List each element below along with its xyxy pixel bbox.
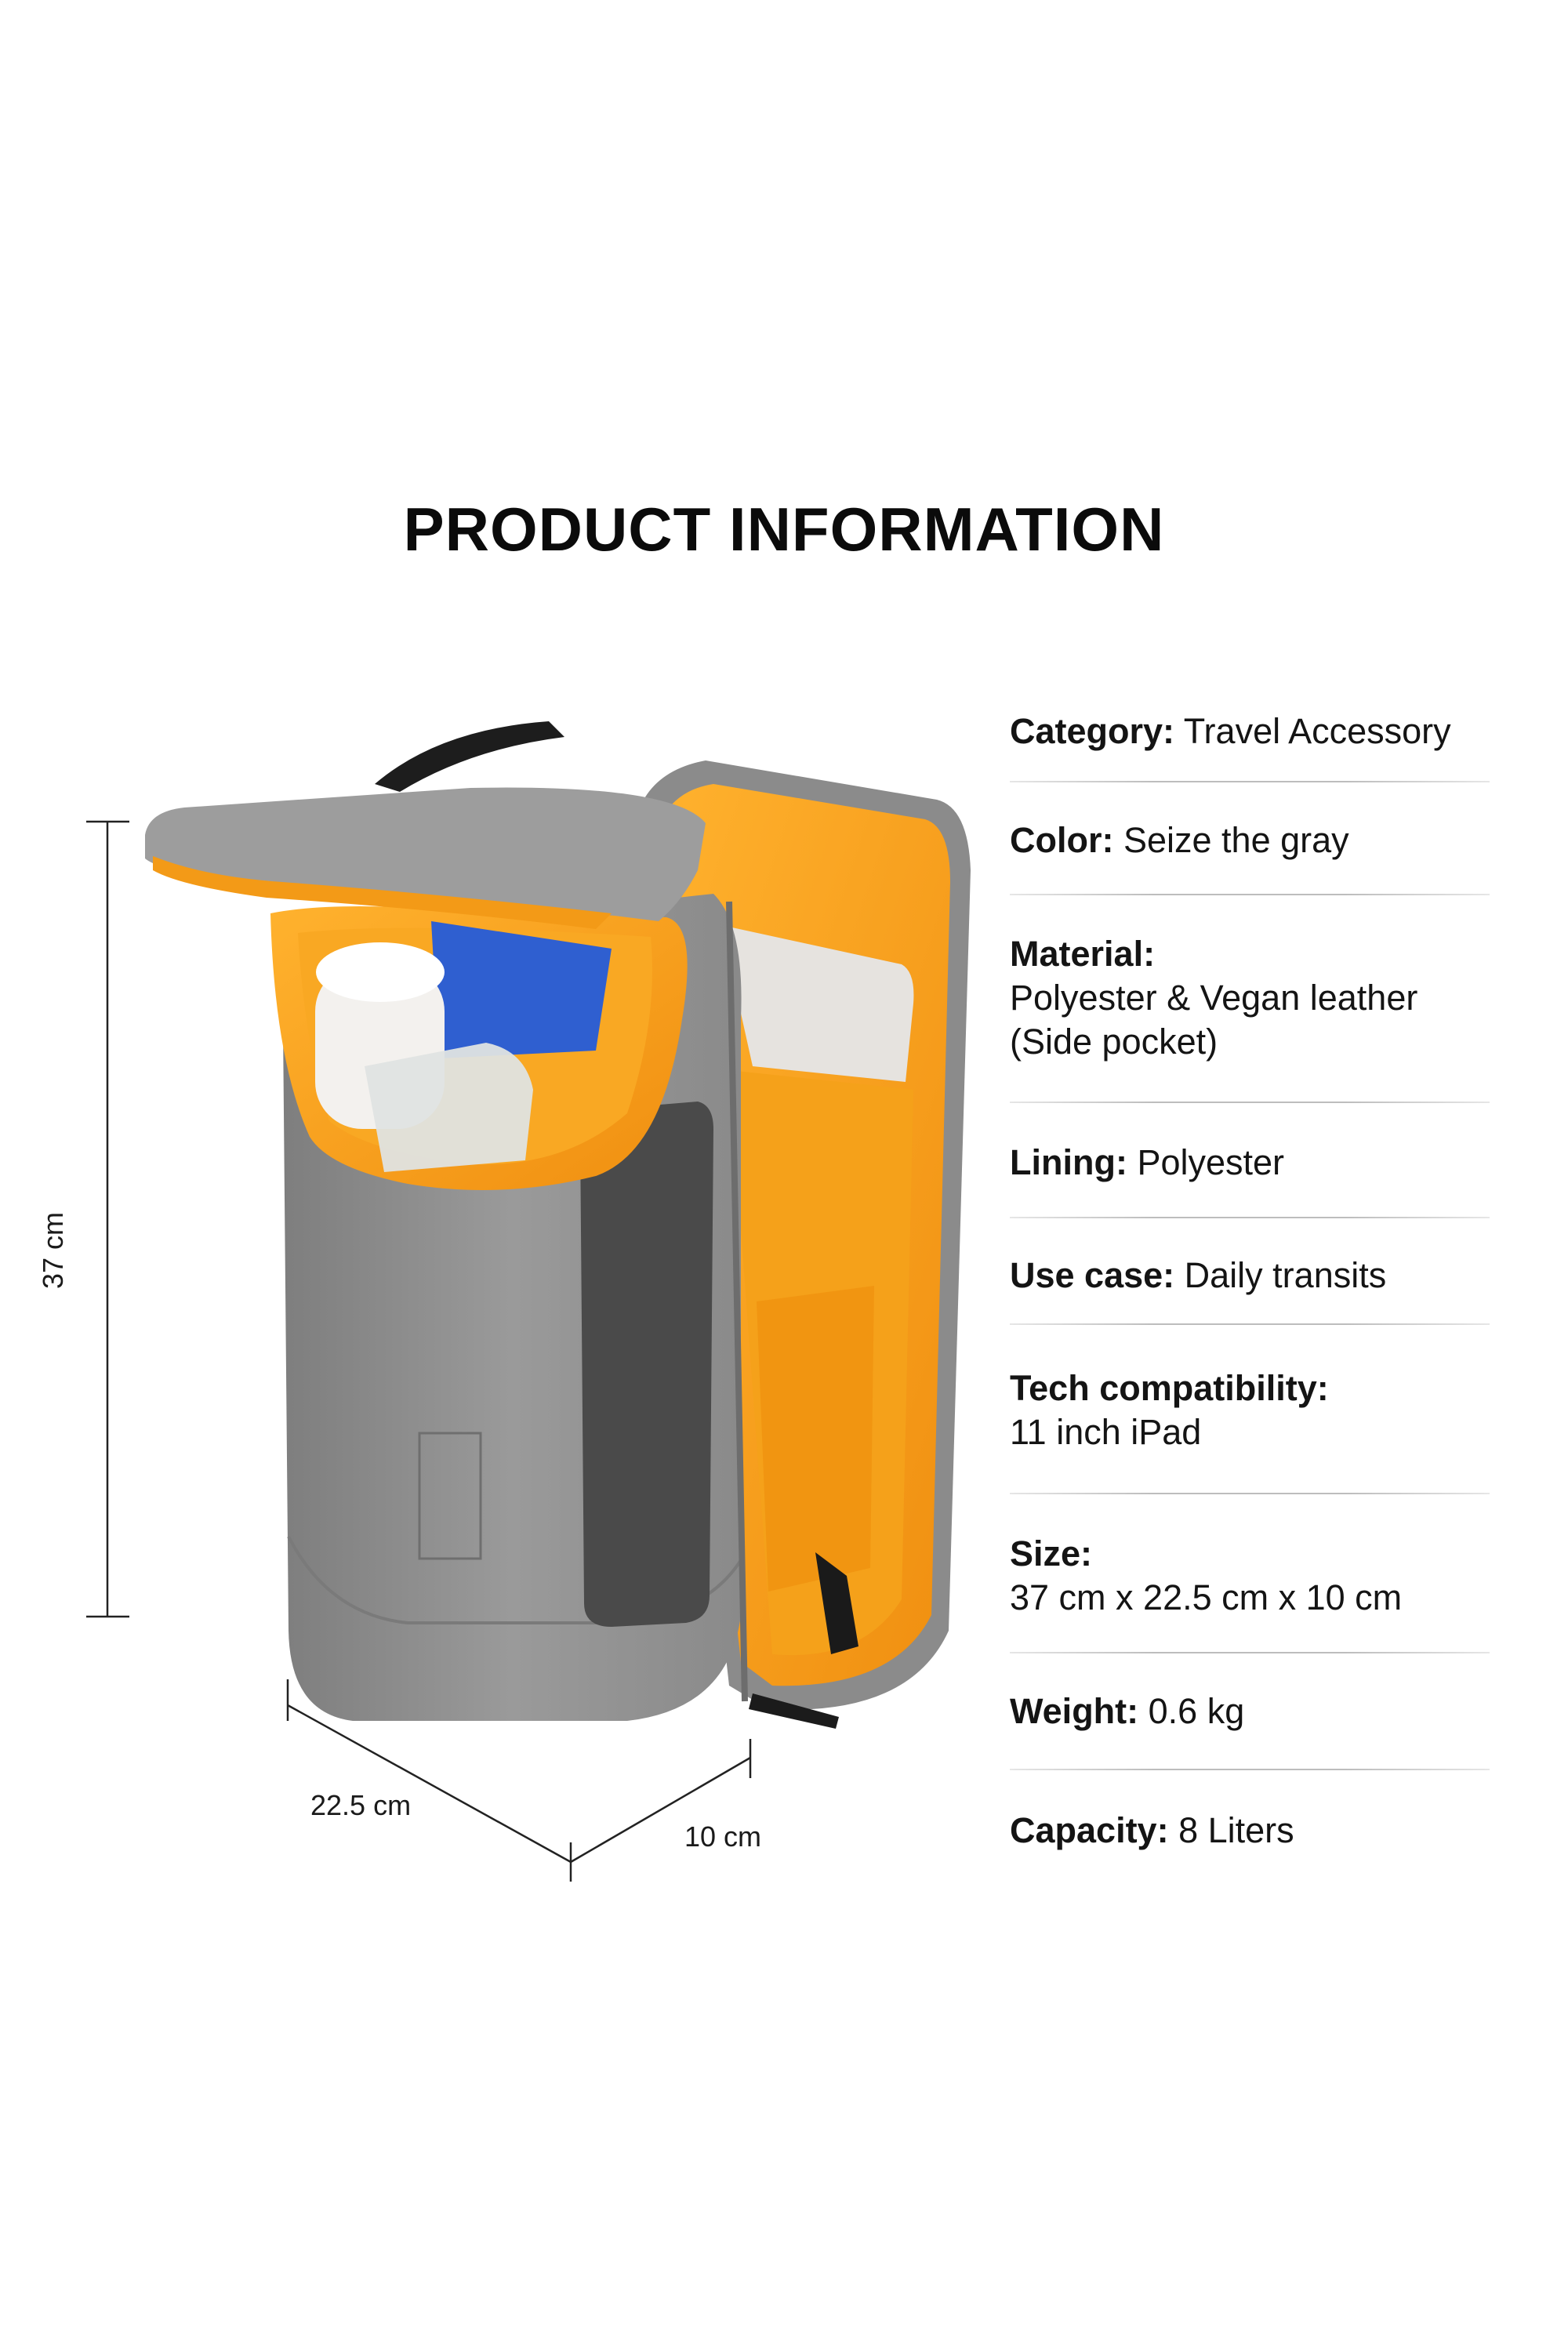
spec-value: 11 inch iPad: [1010, 1412, 1202, 1452]
handle: [375, 721, 564, 792]
spec-label: Size:: [1010, 1534, 1093, 1573]
height-dimension-label: 37 cm: [37, 1211, 69, 1290]
top-opening: [270, 906, 688, 1190]
divider: [1010, 1102, 1490, 1103]
spec-label: Weight:: [1010, 1691, 1139, 1731]
spec-value: 37 cm x 22.5 cm x 10 cm: [1010, 1577, 1403, 1617]
depth-dimension-label: 10 cm: [684, 1820, 762, 1853]
page-title: PRODUCT INFORMATION: [403, 495, 1165, 564]
spec-value-line2: (Side pocket): [1010, 1022, 1218, 1062]
divider: [1010, 1769, 1490, 1770]
spec-color: Color: Seize the gray: [1010, 818, 1490, 862]
spec-value: 8 Liters: [1168, 1810, 1294, 1850]
divider: [1010, 1493, 1490, 1494]
spec-label: Capacity:: [1010, 1810, 1169, 1850]
divider: [1010, 894, 1490, 895]
divider: [1010, 781, 1490, 782]
spec-use-case: Use case: Daily transits: [1010, 1254, 1490, 1298]
height-dimension-line: [86, 820, 129, 1618]
spec-label: Category:: [1010, 711, 1175, 751]
spec-label: Color:: [1010, 820, 1114, 860]
spec-weight: Weight: 0.6 kg: [1010, 1690, 1490, 1733]
spec-value: Polyester: [1127, 1142, 1285, 1182]
spec-value: Polyester & Vegan leather: [1010, 978, 1418, 1018]
spec-capacity: Capacity: 8 Liters: [1010, 1809, 1490, 1853]
spec-value: 0.6 kg: [1138, 1691, 1245, 1731]
width-dimension-label: 22.5 cm: [310, 1789, 412, 1821]
spec-value: Seize the gray: [1113, 820, 1349, 860]
divider: [1010, 1217, 1490, 1218]
spec-value: Travel Accessory: [1174, 711, 1451, 751]
divider: [1010, 1652, 1490, 1653]
spec-value: Daily transits: [1174, 1255, 1387, 1295]
spec-lining: Lining: Polyester: [1010, 1141, 1490, 1185]
spec-tech-compatibility: Tech compatibility: 11 inch iPad: [1010, 1367, 1490, 1454]
spec-material: Material: Polyester & Vegan leather (Sid…: [1010, 932, 1490, 1064]
spec-label: Use case:: [1010, 1255, 1175, 1295]
depth-dimension-line: [570, 1739, 752, 1864]
spec-label: Lining:: [1010, 1142, 1127, 1182]
bag-lid: [145, 787, 706, 929]
spec-category: Category: Travel Accessory: [1010, 710, 1490, 753]
divider: [1010, 1323, 1490, 1325]
spec-label: Tech compatibility:: [1010, 1368, 1329, 1408]
spec-label: Material:: [1010, 934, 1156, 974]
spec-size: Size: 37 cm x 22.5 cm x 10 cm: [1010, 1532, 1490, 1620]
